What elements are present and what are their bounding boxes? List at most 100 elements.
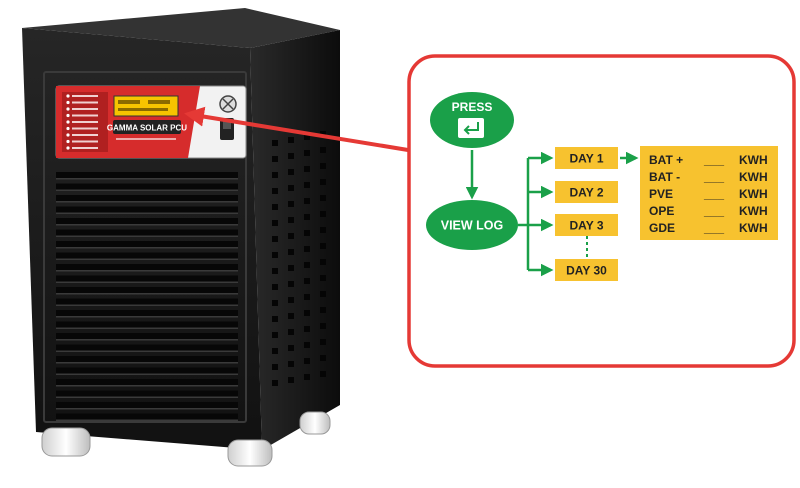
log-field-name: BAT +	[649, 153, 683, 167]
vent-slat	[56, 310, 238, 316]
side-vent-hole	[272, 380, 278, 386]
log-field-blank: ___	[703, 153, 724, 167]
side-vent-hole	[304, 246, 310, 252]
vent-slat	[56, 172, 238, 178]
side-vent-hole	[320, 195, 326, 201]
log-field-name: GDE	[649, 221, 675, 235]
press-label: PRESS	[452, 100, 493, 114]
side-vent-hole	[304, 230, 310, 236]
log-field-blank: ___	[703, 170, 724, 184]
vent-slat	[56, 287, 238, 293]
panel-divider	[116, 138, 176, 140]
led-legend-line	[72, 134, 98, 136]
side-vent-hole	[288, 201, 294, 207]
side-vent-hole	[272, 220, 278, 226]
led-legend-line	[72, 108, 98, 110]
status-led	[66, 94, 70, 98]
side-vent-hole	[320, 307, 326, 313]
side-vent-hole	[288, 281, 294, 287]
vent-slat	[56, 356, 238, 362]
vent-slat-highlight	[56, 224, 238, 226]
panel-title-plate	[113, 120, 181, 134]
side-vent-hole	[304, 262, 310, 268]
status-led	[66, 133, 70, 137]
side-vent-holes	[272, 131, 326, 386]
log-field-name: OPE	[649, 204, 674, 218]
status-led	[66, 126, 70, 131]
status-led	[66, 107, 70, 111]
log-field-unit: KWH	[739, 170, 768, 184]
status-led	[66, 120, 70, 124]
led-legend-line	[72, 147, 98, 149]
front-vents	[56, 172, 238, 421]
vent-slat-highlight	[56, 304, 238, 306]
vent-slat-highlight	[56, 212, 238, 214]
side-vent-hole	[304, 310, 310, 316]
side-vent-hole	[272, 364, 278, 370]
day-boxes: DAY 1 DAY 2 DAY 3 DAY 30	[555, 147, 618, 281]
vent-slat-highlight	[56, 327, 238, 329]
vent-slat	[56, 241, 238, 247]
vent-slat-highlight	[56, 178, 238, 180]
log-box	[640, 146, 778, 240]
side-vent-hole	[288, 345, 294, 351]
log-field-name: BAT -	[649, 170, 680, 184]
log-field-name: PVE	[649, 187, 673, 201]
side-vent-hole	[288, 329, 294, 335]
side-vent-hole	[272, 236, 278, 242]
day-label: DAY 30	[566, 264, 607, 278]
vent-slat	[56, 390, 238, 397]
enter-arrow-icon	[463, 122, 479, 135]
vent-slat	[56, 321, 238, 328]
vent-slat	[56, 298, 238, 305]
press-node: PRESS	[430, 92, 514, 148]
vent-slat-highlight	[56, 281, 238, 283]
side-vent-hole	[320, 179, 326, 185]
side-vent-hole	[320, 259, 326, 265]
side-vent-hole	[320, 227, 326, 233]
vent-slat-highlight	[56, 396, 238, 398]
log-field-blank: ___	[703, 221, 724, 235]
panel-title: GAMMA SOLAR PCU	[107, 124, 187, 133]
side-vent-hole	[320, 291, 326, 297]
side-vent-hole	[272, 252, 278, 258]
vent-slat	[56, 275, 238, 282]
vent-slat-highlight	[56, 350, 238, 352]
pcu-cabinet: GAMMA SOLAR PCU	[22, 8, 340, 467]
side-vent-hole	[304, 134, 310, 140]
front-frame	[43, 71, 247, 423]
log-field-unit: KWH	[739, 153, 768, 167]
side-vent-hole	[272, 172, 278, 178]
view-log-node: VIEW LOG	[426, 200, 518, 250]
vent-slat-highlight	[56, 385, 238, 387]
lcd-text-line	[118, 108, 168, 111]
vent-slat	[56, 195, 238, 201]
day-label: DAY 1	[569, 152, 603, 166]
side-vent-hole	[288, 361, 294, 367]
side-vent-hole	[304, 214, 310, 220]
led-legend-line	[72, 127, 98, 130]
day-box-1	[555, 147, 618, 169]
vent-slat-highlight	[56, 247, 238, 249]
side-vent-hole	[304, 166, 310, 172]
side-vent-hole	[272, 140, 278, 146]
side-vent-hole	[320, 355, 326, 361]
view-log-label: VIEW LOG	[441, 219, 504, 233]
control-panel: GAMMA SOLAR PCU	[55, 85, 247, 159]
vent-slat-highlight	[56, 235, 238, 237]
side-vent-hole	[320, 323, 326, 329]
side-vent-hole	[304, 198, 310, 204]
status-led	[66, 139, 70, 144]
vent-slat-highlight	[56, 339, 238, 341]
status-led	[66, 146, 70, 150]
wheels	[41, 411, 331, 467]
log-field-unit: KWH	[739, 204, 768, 218]
callout-arrow	[184, 106, 409, 152]
side-vent-hole	[288, 153, 294, 159]
vent-slat	[56, 218, 238, 224]
vent-slat-highlight	[56, 408, 238, 410]
side-vent-hole	[272, 332, 278, 338]
vent-slat	[56, 402, 238, 408]
status-led	[66, 100, 70, 105]
